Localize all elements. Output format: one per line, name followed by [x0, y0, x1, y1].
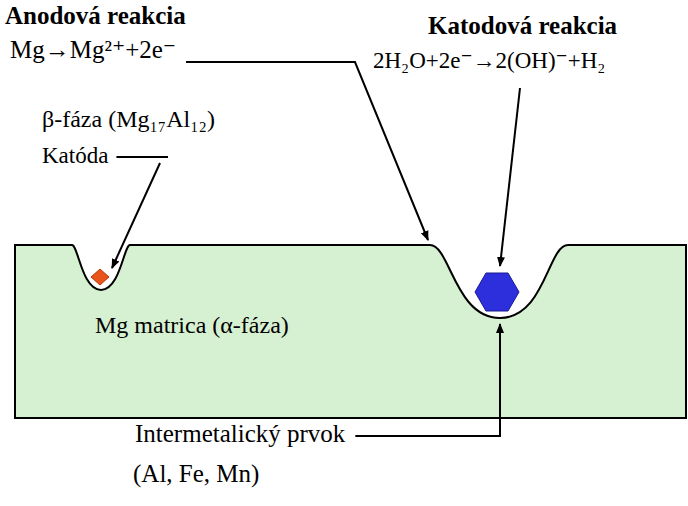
intermetallic-particle [475, 273, 519, 311]
leader-line [112, 163, 160, 268]
beta-phase-particle [91, 269, 109, 285]
leader-line [355, 324, 500, 436]
reaction-heading: Anodová reakcia [5, 2, 186, 31]
role-label: Katóda [42, 143, 108, 169]
reaction-equation: Mg→Mg²⁺+2e⁻ [10, 36, 176, 65]
leader-line [186, 62, 428, 240]
matrix-outline [15, 245, 686, 418]
region-label: Mg matrica (α-fáza) [95, 312, 289, 340]
leader-line [116, 156, 168, 158]
reaction-heading: Katodová reakcia [428, 12, 617, 41]
phase-label: β-fáza (Mg₁₇Al₁₂) [42, 106, 215, 134]
leader-line [500, 88, 520, 266]
particle-label: (Al, Fe, Mn) [133, 460, 259, 489]
reaction-equation: 2H₂O+2e⁻→2(OH)⁻+H₂ [373, 48, 605, 74]
particle-label: Intermetalický prvok [135, 420, 345, 449]
matrix-region: Mg matrica (α-fáza) [14, 235, 688, 421]
